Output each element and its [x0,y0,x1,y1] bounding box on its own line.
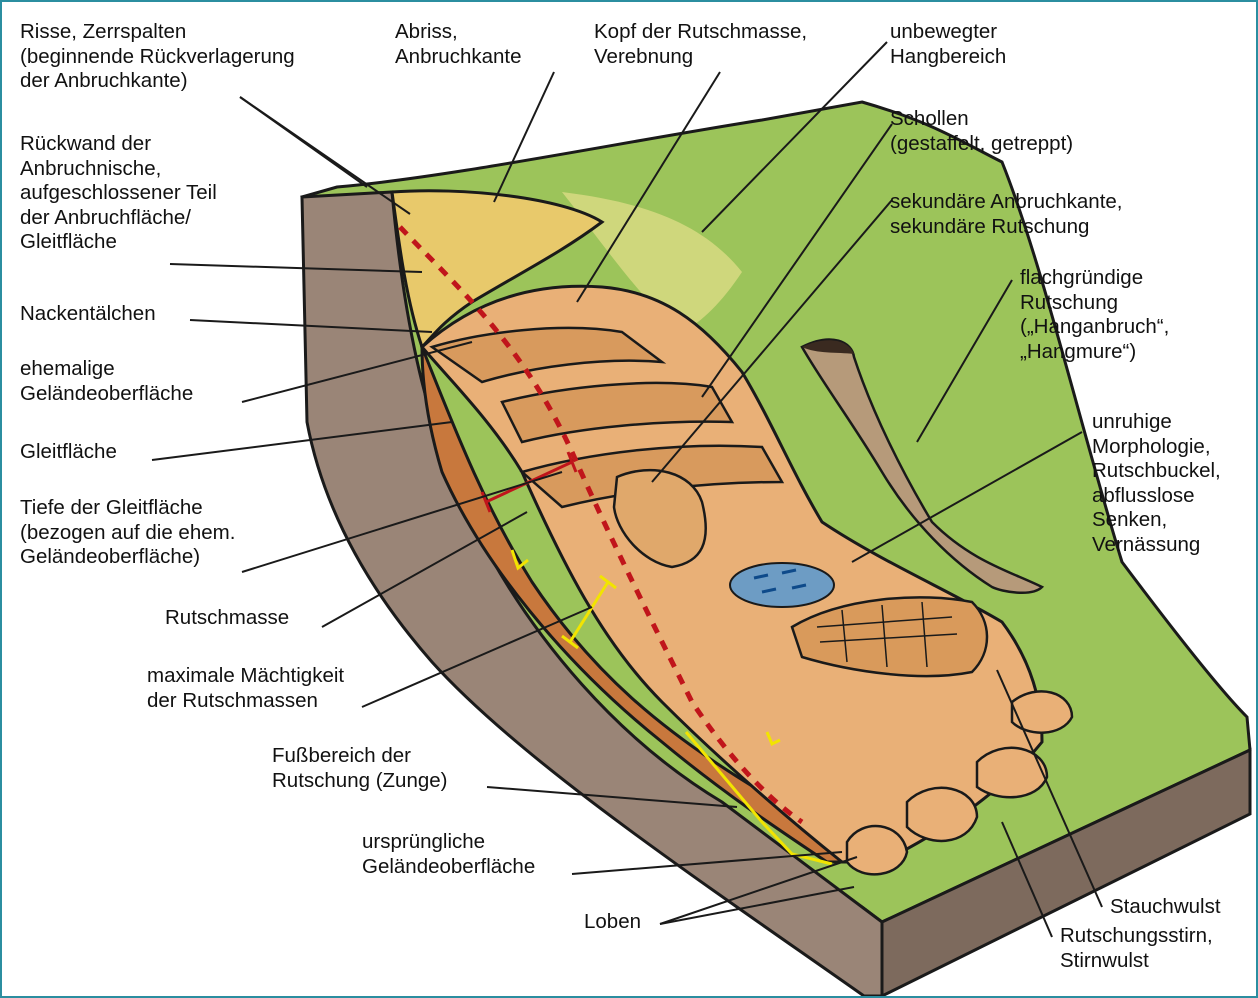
label-slide-front: Rutschungsstirn, Stirnwulst [1060,924,1213,973]
label-hummocky-terrain: unruhige Morphologie, Rutschbuckel, abfl… [1092,410,1221,557]
label-original-surface: ursprüngliche Geländeoberfläche [362,830,535,879]
label-head: Kopf der Rutschmasse, Verebnung [594,20,807,69]
label-former-surface: ehemalige Geländeoberfläche [20,357,193,406]
label-neck-valley: Nackentälchen [20,302,156,327]
ponded-water [730,563,834,607]
label-shallow-slide: flachgründige Rutschung („Hanganbruch“, … [1020,266,1169,364]
label-slip-surface: Gleitfläche [20,440,117,465]
label-secondary-scarp: sekundäre Anbruchkante, sekundäre Rutsch… [890,190,1123,239]
label-pressure-ridge: Stauchwulst [1110,895,1221,920]
label-max-thickness: maximale Mächtigkeit der Rutschmassen [147,664,344,713]
label-slip-depth: Tiefe der Gleitfläche (bezogen auf die e… [20,496,235,570]
label-cracks: Risse, Zerrspalten (beginnende Rückverla… [20,20,295,94]
label-unmoved-slope: unbewegter Hangbereich [890,20,1006,69]
label-blocks: Schollen (gestaffelt, getreppt) [890,107,1073,156]
label-slide-mass: Rutschmasse [165,606,289,631]
label-toe: Fußbereich der Rutschung (Zunge) [272,744,447,793]
label-back-wall: Rückwand der Anbruchnische, aufgeschloss… [20,132,217,255]
label-lobes: Loben [584,910,641,935]
label-main-scarp: Abriss, Anbruchkante [395,20,522,69]
